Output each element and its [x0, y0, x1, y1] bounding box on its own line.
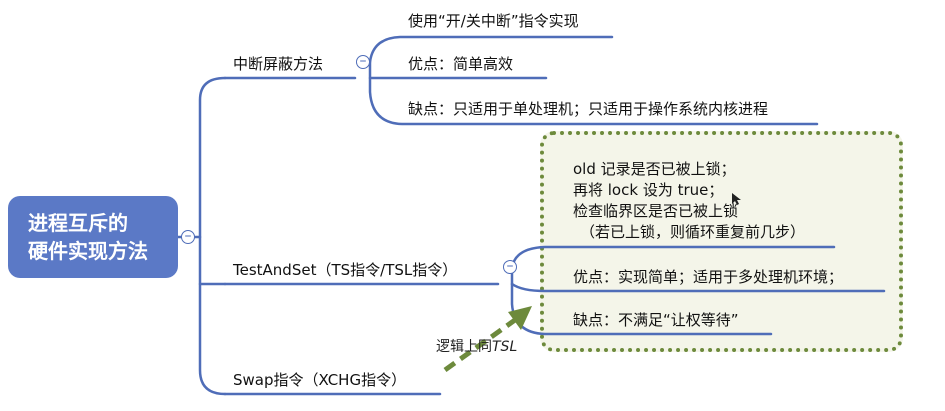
collapse-minus-icon[interactable]: – [356, 54, 370, 69]
tsl-pros[interactable]: 优点：实现简单；适用于多处理机环境； [573, 268, 844, 286]
annotation-emph: TSL [492, 339, 518, 355]
pros-underline [510, 282, 886, 293]
dashed-arrow-icon [443, 317, 517, 373]
branch-swap[interactable]: Swap指令（XCHG指令） [233, 371, 407, 389]
root-line2: 硬件实现方法 [28, 239, 148, 263]
root-node[interactable]: 进程互斥的 硬件实现方法 [8, 196, 178, 278]
trunk-line [198, 76, 227, 396]
interrupt-child-2[interactable]: 优点：简单高效 [408, 55, 514, 73]
interrupt-child-1[interactable]: 使用“开/关中断”指令实现 [408, 12, 579, 30]
collapse-minus-icon[interactable]: – [181, 229, 195, 244]
collapse-minus-icon[interactable]: – [503, 259, 517, 274]
annotation-text: 逻辑上同TSL [436, 336, 517, 356]
tsl-cons[interactable]: 缺点：不满足“让权等待” [573, 311, 739, 329]
arrow-head-icon [508, 306, 532, 330]
branch-tsl[interactable]: TestAndSet（TS指令/TSL指令） [233, 261, 458, 279]
child-underline-1 [368, 35, 614, 64]
tsl-detail-line-2: 再将 lock 设为 true； [573, 181, 724, 199]
mouse-cursor-icon [732, 193, 741, 205]
interrupt-child-3[interactable]: 缺点：只适用于单处理机；只适用于操作系统内核进程 [408, 100, 769, 118]
child-underline-3 [368, 60, 819, 126]
root-line1: 进程互斥的 [28, 211, 128, 235]
annotation-prefix: 逻辑上同 [436, 339, 492, 355]
branch-interrupt[interactable]: 中断屏蔽方法 [233, 55, 324, 73]
tsl-detail-line-1: old 记录是否已被上锁； [573, 160, 736, 178]
tsl-detail-line-4: （若已上锁，则循环重复前几步） [580, 223, 806, 241]
tsl-detail-line-3: 检查临界区是否已被上锁 [573, 202, 739, 220]
detail-underline [510, 245, 836, 270]
tsl-detail-box [540, 131, 903, 352]
